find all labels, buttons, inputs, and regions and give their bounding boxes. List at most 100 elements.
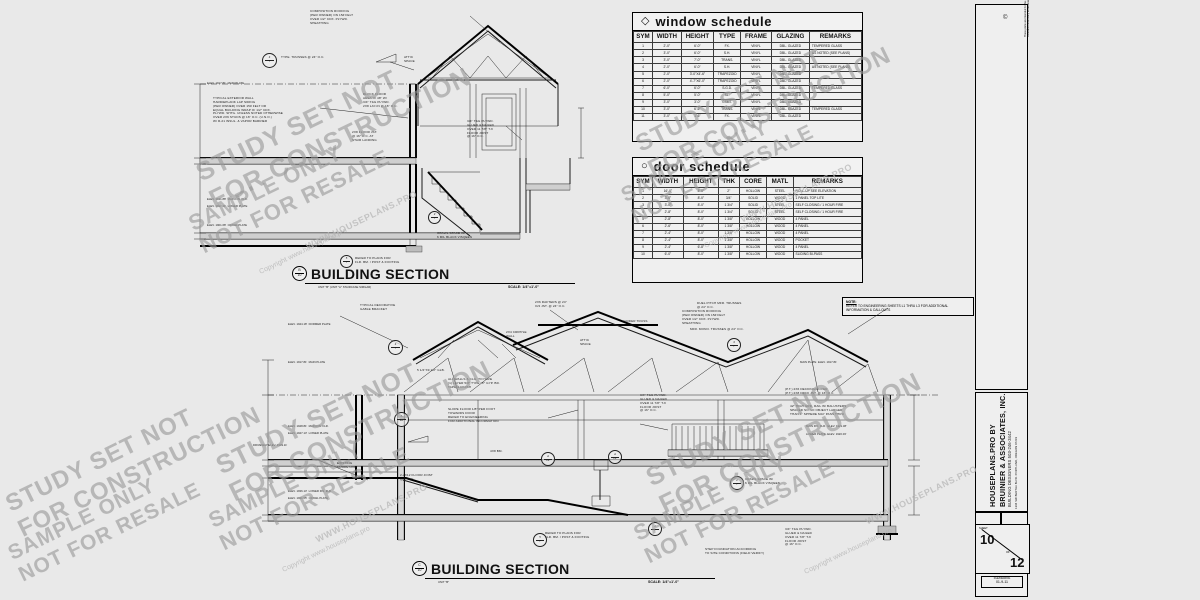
table-cell: 1 3/8" (717, 243, 740, 252)
table-cell: 10 (633, 250, 653, 259)
table-cell: 2'-4" (652, 236, 684, 245)
table-cell: 3'-0" (652, 194, 684, 203)
table-cell: VINYL (740, 70, 772, 79)
table-cell (808, 98, 863, 107)
table-cell: VINYL (740, 77, 772, 86)
table-cell: VINYL (740, 56, 772, 65)
address-label: 1304 SW BERTHA BLVD. PORTLAND, OREGON 97… (1015, 436, 1018, 509)
section-marker-bubble-lower[interactable]: C 10 (412, 561, 427, 576)
table-cell: 4 (633, 63, 653, 72)
window-schedule-title-bar: ◇ window schedule (633, 13, 862, 31)
table-cell: 1 (633, 187, 653, 196)
sheet-label: SHEET (979, 527, 988, 530)
upper-note-floor-joist-landing: 2X8 FLOOR JST. @ 16" O.C. AT STAIR LANDI… (352, 130, 378, 142)
table-cell: 3'-0" (652, 105, 682, 114)
table-cell: DBL. GLAZED (770, 112, 810, 122)
upper-note-refer-plans: REFER TO PLANS FOR FLR. BM. / POST & FOO… (355, 256, 400, 264)
table-cell: VINYL (740, 105, 772, 114)
table-cell: 2'-8" (652, 215, 684, 224)
table-cell: 5 (633, 215, 653, 224)
table-cell: 3 (633, 201, 653, 210)
table-cell: 4 PANEL (792, 243, 863, 252)
title-block-legal-text: These plans are intended for the exclusi… (1024, 0, 1031, 37)
table-cell: 2'-4" (652, 243, 684, 252)
table-cell: STEEL (766, 208, 794, 217)
col-thk: thk (717, 175, 740, 189)
table-cell: TRAPEZOID (713, 70, 742, 79)
table-cell: 5'-0" (680, 91, 715, 100)
table-cell: VINYL (740, 63, 772, 72)
table-cell: 2 (633, 194, 653, 203)
table-cell: 3'-0" (680, 98, 715, 107)
table-cell: DBL. GLAZED (770, 77, 810, 86)
table-cell: STEEL (766, 201, 794, 210)
table-cell: SELF CLOSING / 1 HOUR FIRE (792, 201, 863, 210)
table-cell: 2'-0" (652, 70, 682, 79)
table-cell: 9 (633, 98, 653, 107)
table-cell: AS NOTED (SEE PLANS) (808, 63, 863, 72)
door-schedule-header-row: sym width height thk core matl remarks (633, 175, 863, 189)
table-cell: 4 PANEL (792, 222, 863, 231)
window-schedule-table: sym width height type frame glazing rema… (633, 30, 863, 122)
table-cell: 2 (633, 49, 653, 58)
table-cell: 3'-0"X4'-6" (680, 70, 715, 79)
table-cell: 8 (633, 236, 653, 245)
table-cell: 1 3/4" (717, 208, 740, 217)
table-cell: WOOD (766, 236, 794, 245)
table-cell: CSMT. (713, 98, 742, 107)
lower-note-crawl-space: CRAWL SPACE W/ 6 MIL BLACK VISQEEN (745, 477, 781, 485)
table-cell: HOLLOW (738, 187, 768, 196)
upper-note-plywood-floor: 3/4" T&G PLYWD. GLUED & NAILED OVER 11 7… (467, 119, 495, 139)
table-cell: DBL. GLAZED (770, 42, 810, 51)
table-cell: S.H. (713, 49, 742, 58)
lower-note-mono-trusses: MFR. MONO. TRUSSES @ 24" O.C. (690, 327, 744, 331)
lower-note-glb: 5 1/4"X9 1/2" GLB. (417, 368, 445, 372)
table-cell: 3'-0" (652, 98, 682, 107)
sheet-number: 10 (980, 532, 995, 547)
table-cell: WOOD (766, 243, 794, 252)
table-cell: 1 3/4" (717, 201, 740, 210)
lower-section-title-block: C 10 BUILDING SECTION (412, 561, 570, 576)
lower-elev-main-fin-flr: ELEV. 1948.81' MAIN FIN. FLR. (288, 424, 329, 428)
table-cell: HOLLOW (738, 236, 768, 245)
table-cell: SOLID (738, 201, 768, 210)
lower-elev-main-plate-right: MAIN PLATE ELEV. 1917.81' (800, 360, 838, 364)
tagline-label: building designers 503-246-3442 (1007, 431, 1012, 507)
lower-note-refer-plans: REFER TO PLANS FOR FLR. BM. / POST & FOO… (545, 531, 590, 539)
col-sym: sym (633, 30, 653, 44)
section-marker-bubble-upper[interactable]: B 10 (292, 266, 307, 281)
table-cell: 1 (633, 42, 653, 51)
table-cell: STEEL (766, 187, 794, 196)
table-cell: 8'-0" (682, 250, 719, 259)
col-remarks: remarks (808, 30, 863, 44)
table-cell: 6'-8" (682, 243, 719, 252)
table-cell: DBL. GLAZED (770, 98, 810, 107)
lower-elev-main-plate: ELEV. 1917.81' MAIN PLATE (288, 360, 326, 364)
table-cell: WOOD (766, 229, 794, 238)
lower-section-title: BUILDING SECTION (431, 561, 570, 577)
table-cell: VINYL (740, 91, 772, 100)
col-height: height (682, 175, 719, 189)
